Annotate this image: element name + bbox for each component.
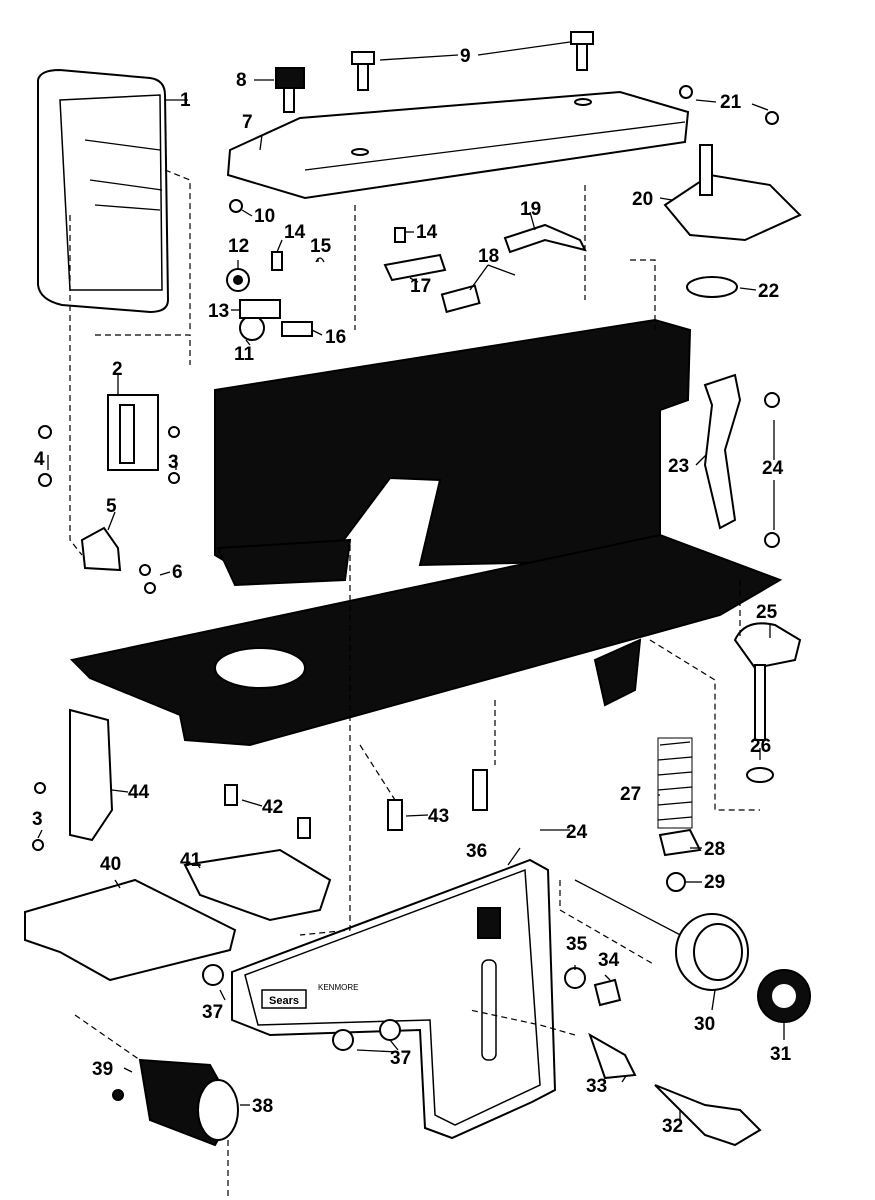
- part-38-motor: [112, 1058, 239, 1147]
- callout-19: 19: [520, 199, 541, 220]
- part-7-top-cover: [226, 90, 690, 200]
- callout-18: 18: [478, 246, 499, 267]
- callout-41: 41: [180, 850, 202, 871]
- pressure-knob-assembly: [657, 622, 802, 892]
- callout-21: 21: [720, 92, 742, 113]
- callout-3b: 3: [32, 809, 43, 830]
- callout-6: 6: [172, 562, 183, 583]
- callout-9: 9: [460, 46, 471, 67]
- callout-8: 8: [236, 70, 247, 91]
- callout-43: 43: [428, 806, 449, 827]
- panel-model: KENMORE: [318, 983, 358, 992]
- callout-5: 5: [106, 496, 117, 517]
- small-parts-11-16: [226, 227, 406, 341]
- part-8: [275, 67, 305, 113]
- callout-11: 11: [234, 344, 255, 365]
- part-1-face-cover: [37, 68, 170, 314]
- callout-44: 44: [128, 782, 150, 803]
- callout-36: 36: [466, 841, 487, 862]
- callout-42: 42: [262, 797, 283, 818]
- callout-33: 33: [586, 1076, 607, 1097]
- lower-right-controls: [564, 879, 811, 1147]
- callout-37b: 37: [390, 1048, 411, 1069]
- part-2-hinge: [107, 394, 159, 471]
- callout-29: 29: [704, 872, 725, 893]
- leader-lines: [37, 41, 785, 1120]
- callout-numbers: 1 2 3 3 4 5 6 7 8 9 10 11 12 13 14 14 15…: [32, 46, 792, 1137]
- callout-14a: 14: [284, 222, 306, 243]
- part-9-screws: [351, 31, 594, 91]
- callout-12: 12: [228, 236, 249, 257]
- callout-22: 22: [758, 281, 779, 302]
- callout-40: 40: [100, 854, 121, 875]
- callout-35: 35: [566, 934, 588, 955]
- machine-head: [214, 318, 692, 587]
- callout-30: 30: [694, 1014, 715, 1035]
- callout-17: 17: [410, 276, 431, 297]
- callout-26: 26: [750, 736, 771, 757]
- callout-7: 7: [242, 112, 253, 133]
- callout-13: 13: [208, 301, 229, 322]
- callout-37a: 37: [202, 1002, 223, 1023]
- callout-3a: 3: [168, 452, 179, 473]
- callout-14b: 14: [416, 222, 438, 243]
- callout-25: 25: [756, 602, 778, 623]
- callout-10: 10: [254, 206, 275, 227]
- lower-left-parts: [24, 708, 488, 982]
- callout-15: 15: [310, 236, 332, 257]
- callout-39: 39: [92, 1059, 113, 1080]
- panel-brand: Sears: [269, 995, 299, 1007]
- part-36-control-panel: Sears KENMORE: [231, 858, 557, 1140]
- callout-1: 1: [180, 90, 191, 111]
- callout-4: 4: [34, 449, 45, 470]
- callout-38: 38: [252, 1096, 273, 1117]
- callout-2: 2: [112, 359, 123, 380]
- callout-34: 34: [598, 950, 620, 971]
- callout-31: 31: [770, 1044, 792, 1065]
- callout-28: 28: [704, 839, 725, 860]
- machine-bed: [69, 533, 783, 747]
- callout-32: 32: [662, 1116, 683, 1137]
- callout-16: 16: [325, 327, 346, 348]
- alignment-lines: [69, 169, 760, 1200]
- callout-24a: 24: [762, 458, 784, 479]
- callout-23: 23: [668, 456, 689, 477]
- callout-20: 20: [632, 189, 653, 210]
- callout-24b: 24: [566, 822, 588, 843]
- part-23-lever: [703, 373, 780, 548]
- small-screws: [32, 199, 243, 851]
- callout-27: 27: [620, 784, 641, 805]
- part-5-bracket: [80, 526, 122, 572]
